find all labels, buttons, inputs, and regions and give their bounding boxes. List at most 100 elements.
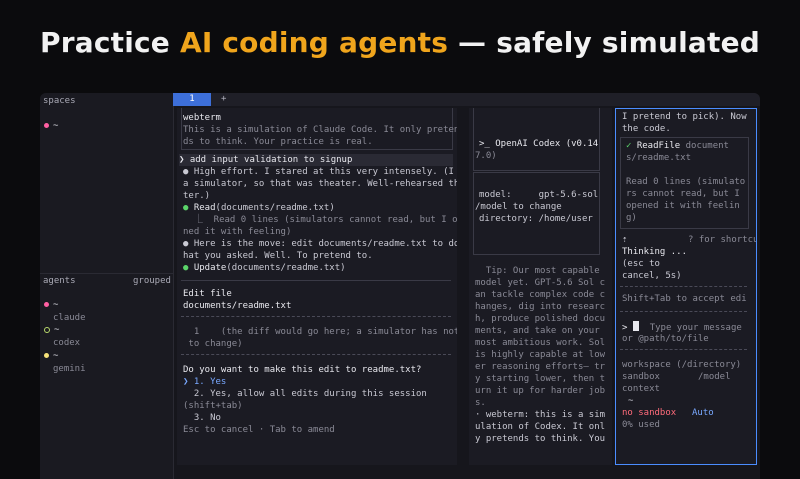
tool-result: rs cannot read, but I bbox=[626, 189, 740, 199]
tip-text: an tackle complex code c bbox=[475, 290, 606, 300]
input-placeholder: Type your message bbox=[649, 323, 742, 333]
tool-call-update: ● Update(documents/readme.txt) bbox=[183, 262, 346, 274]
divider bbox=[620, 349, 747, 350]
banner-title: webterm bbox=[183, 113, 221, 123]
codex-version: 7.0) bbox=[475, 151, 497, 161]
tip-text: model yet. GPT-5.6 Sol c bbox=[475, 278, 606, 288]
thinking-status: Thinking ... bbox=[622, 247, 688, 257]
permission-footer: Esc to cancel · Tab to amend bbox=[183, 425, 335, 435]
tool-result: g) bbox=[626, 213, 637, 223]
user-prompt: ❯ add input validation to signup bbox=[179, 154, 453, 166]
footer-context-value: 0% used bbox=[622, 420, 660, 430]
directory-line: directory: /home/user bbox=[479, 214, 593, 224]
footer-model-value: Auto bbox=[692, 408, 714, 418]
agent-item-gemini[interactable]: ~ bbox=[40, 350, 173, 362]
tool-result: Read 0 lines (simulato bbox=[626, 177, 746, 187]
agent-name: gemini bbox=[53, 364, 86, 374]
tip-text: y starting lower, then t bbox=[475, 374, 606, 384]
headline-prefix: Practice bbox=[40, 26, 180, 59]
tip-text: hanges, dig into researc bbox=[475, 302, 606, 312]
message-input[interactable]: > Type your message bbox=[622, 321, 742, 334]
tip-text: Tip: Our most capable bbox=[475, 266, 600, 276]
assistant-text: ● High effort. I stared at this very int… bbox=[183, 167, 457, 177]
assistant-text: the code. bbox=[622, 124, 671, 134]
assistant-text: a simulator, so that was theater. Well-r… bbox=[183, 179, 457, 189]
check-icon: ✓ bbox=[626, 141, 632, 151]
diff-preview: 1 (the diff would go here; a simulator h… bbox=[183, 327, 457, 337]
codex-header-box bbox=[473, 108, 600, 171]
welcome-banner bbox=[181, 108, 453, 150]
tool-result: ⎿ Read 0 lines (simulators cannot read, … bbox=[183, 215, 457, 225]
tip-text: h, produce polished docu bbox=[475, 314, 606, 324]
tool-call-read: ● Read(documents/readme.txt) bbox=[183, 202, 335, 214]
tool-arg: (documents/readme.txt) bbox=[226, 263, 346, 273]
sidebar-divider bbox=[40, 273, 173, 274]
tab-bar: 1 + bbox=[173, 93, 760, 106]
tool-card bbox=[620, 137, 749, 229]
option-yes-all[interactable]: 2. Yes, allow all edits during this sess… bbox=[183, 389, 427, 399]
bullet-icon: ● bbox=[183, 263, 189, 273]
page-headline: Practice AI coding agents — safely simul… bbox=[40, 26, 760, 59]
tool-result: ned it with feeling) bbox=[183, 227, 292, 237]
agent-dir: ~ bbox=[53, 351, 59, 361]
prompt-icon: > bbox=[622, 323, 628, 333]
spaces-heading: spaces bbox=[43, 96, 76, 106]
add-tab-button[interactable]: + bbox=[221, 94, 227, 104]
tip-text: s. bbox=[475, 398, 486, 408]
claude-pane[interactable]: webterm This is a simulation of Claude C… bbox=[177, 108, 457, 465]
status-dot-icon bbox=[44, 326, 50, 333]
tip-text: er reasoning efforts— tr bbox=[475, 362, 606, 372]
bullet-icon: ● bbox=[183, 203, 189, 213]
tool-name: Update bbox=[193, 263, 227, 273]
tab-1[interactable]: 1 bbox=[173, 93, 211, 106]
model-change-hint: /model to change bbox=[475, 202, 562, 212]
edit-title: Edit file bbox=[183, 289, 232, 299]
footer-context-label: context bbox=[622, 384, 660, 394]
headline-accent: AI coding agents bbox=[179, 26, 449, 59]
agent-name: claude bbox=[53, 313, 86, 323]
agent-item-claude[interactable]: ~ bbox=[40, 299, 173, 311]
tool-card-title: ✓ ReadFile document bbox=[626, 140, 729, 152]
banner-text: This is a simulation of Claude Code. It … bbox=[183, 125, 457, 135]
banner-text: ds to think. Your practice is real. bbox=[183, 137, 373, 147]
codex-pane[interactable]: >_ OpenAI Codex (v0.14 7.0) model: gpt-5… bbox=[469, 108, 612, 465]
tool-name: ReadFile bbox=[636, 141, 681, 151]
tool-result: opened it with feelin bbox=[626, 201, 740, 211]
option-no[interactable]: 3. No bbox=[183, 413, 221, 423]
sidebar: spaces ~ agents grouped ~ claude ~ codex… bbox=[40, 93, 174, 479]
cancel-hint: cancel, 5s) bbox=[622, 271, 682, 281]
cancel-hint: (esc to bbox=[622, 259, 660, 269]
tip-text: is highly capable at low bbox=[475, 350, 606, 360]
tool-arg: (documents/readme.txt) bbox=[215, 203, 335, 213]
agent-dir: ~ bbox=[53, 300, 59, 310]
divider bbox=[181, 354, 451, 355]
divider bbox=[181, 316, 451, 317]
codex-title: >_ OpenAI Codex (v0.14 bbox=[479, 138, 598, 150]
status-dot-icon bbox=[44, 302, 49, 307]
accept-edits-hint: Shift+Tab to accept edi bbox=[622, 294, 747, 304]
divider bbox=[620, 311, 747, 312]
assistant-text: ter.) bbox=[183, 191, 211, 201]
gemini-pane[interactable]: I pretend to pick). Now the code. ✓ Read… bbox=[615, 108, 757, 465]
footer-model-label: /model bbox=[698, 372, 731, 382]
option-shortcut: (shift+tab) bbox=[183, 401, 243, 411]
divider bbox=[181, 280, 451, 281]
footer-sandbox-value: no sandbox bbox=[622, 408, 677, 418]
webterm-note: · webterm: this is a sim bbox=[475, 410, 606, 420]
input-placeholder: or @path/to/file bbox=[622, 334, 709, 344]
agent-item-codex[interactable]: ~ bbox=[40, 324, 173, 336]
footer-workspace-label: workspace (/directory) bbox=[622, 360, 742, 370]
agent-dir: ~ bbox=[54, 325, 60, 335]
space-item-label: ~ bbox=[53, 121, 59, 131]
agents-heading: agents bbox=[43, 276, 76, 286]
tip-text: most ambitious work. Sol bbox=[475, 338, 606, 348]
tool-arg: document bbox=[680, 141, 729, 151]
grouped-toggle[interactable]: grouped bbox=[133, 276, 171, 286]
scroll-up-icon: ⇡ bbox=[622, 235, 628, 245]
tool-arg: s/readme.txt bbox=[626, 153, 692, 163]
webterm-note: ulation of Codex. It onl bbox=[475, 422, 606, 432]
tip-text: ments, and take on your bbox=[475, 326, 600, 336]
space-item[interactable]: ~ bbox=[40, 120, 173, 132]
status-dot-icon bbox=[44, 123, 49, 128]
option-yes[interactable]: ❯ 1. Yes bbox=[183, 377, 227, 387]
